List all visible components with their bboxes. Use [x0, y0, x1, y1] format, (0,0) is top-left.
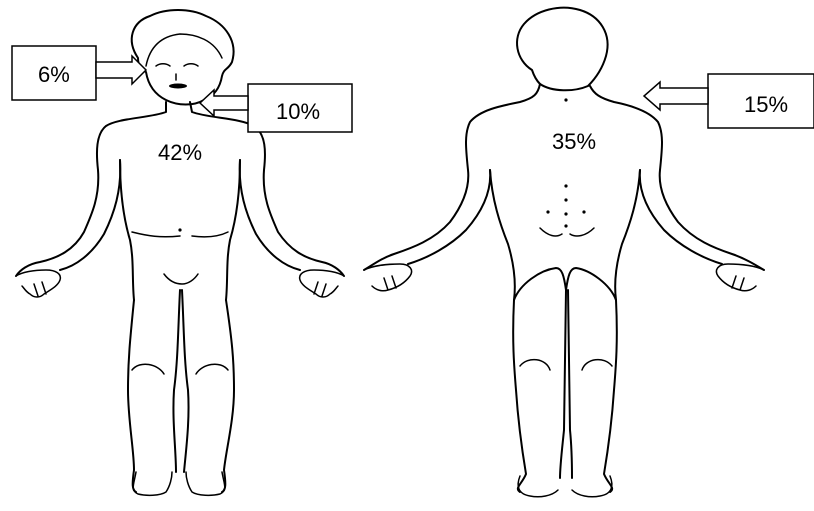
front-groin: [164, 274, 198, 284]
callout-neck-back-arrow: [644, 82, 708, 110]
front-torso-label: 42%: [158, 140, 202, 165]
callout-face-label: 6%: [38, 62, 70, 87]
front-mouth: [169, 84, 187, 89]
front-knees: [132, 364, 228, 374]
back-hand-right: [716, 264, 764, 291]
front-hairline: [146, 34, 222, 66]
front-waist-line: [132, 232, 228, 237]
callout-face: 6%: [12, 46, 146, 100]
back-spine-marks: [546, 98, 585, 227]
front-legs: [128, 290, 234, 492]
back-head: [517, 8, 608, 91]
front-hand-right: [300, 270, 344, 297]
back-body-outline: [364, 84, 764, 270]
callout-neck-front-arrow: [200, 90, 248, 116]
front-foot-left: [133, 472, 172, 495]
back-dimples: [540, 228, 594, 236]
front-hand-left: [16, 270, 60, 297]
front-navel: [178, 228, 181, 231]
back-torso-label: 35%: [552, 129, 596, 154]
back-hand-left: [364, 264, 412, 291]
front-eye-right: [184, 64, 198, 66]
front-eye-left: [156, 64, 170, 66]
front-head: [132, 10, 234, 105]
back-knees: [520, 360, 612, 370]
back-legs: [513, 290, 617, 492]
back-figure: [364, 8, 764, 497]
callout-neck-front: 10%: [200, 84, 352, 132]
callout-neck-front-label: 10%: [276, 99, 320, 124]
callout-neck-back-label: 15%: [744, 92, 788, 117]
callout-neck-back: 15%: [644, 74, 814, 128]
front-foot-right: [186, 472, 225, 495]
